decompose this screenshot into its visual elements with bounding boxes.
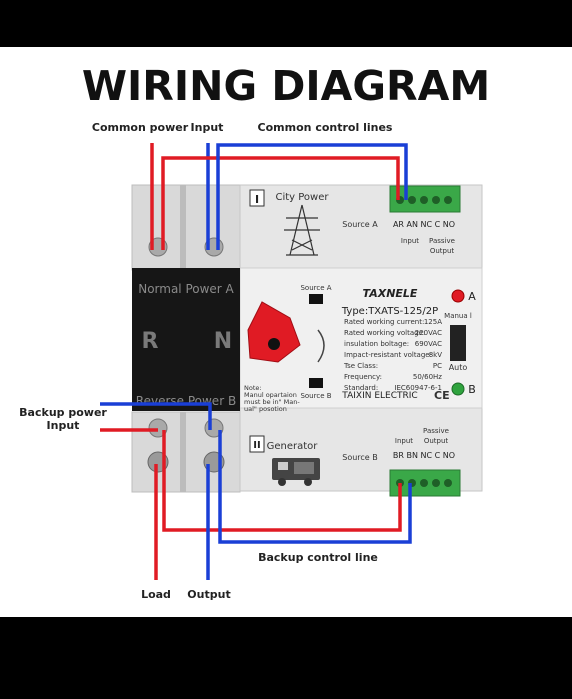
bottom-terminal-passive-1: Passive — [423, 427, 449, 435]
top-terminal-labels: AR AN NC C NO — [393, 220, 455, 229]
r-label: R — [142, 329, 159, 354]
terminal-screw — [444, 479, 452, 487]
spec-key: Rated working current: — [344, 318, 424, 326]
source-a-small-label: Source A — [300, 284, 331, 292]
wire-backup-control-blue — [218, 430, 412, 544]
section-ii-box — [249, 435, 265, 453]
manual-label: Manua l — [444, 312, 472, 320]
n-label: N — [214, 329, 232, 354]
label-backup-input: Input — [47, 419, 80, 432]
device-type: Type:TXATS-125/2P — [341, 306, 438, 317]
top-terminal-input: Input — [401, 237, 419, 245]
generator-icon — [272, 458, 320, 486]
terminal-separator — [180, 412, 186, 492]
wire-control-blue — [216, 143, 408, 250]
terminal-screw — [420, 196, 428, 204]
led-b-indicator-icon — [451, 382, 465, 396]
wire-backup-control-red — [162, 430, 402, 532]
section-ii-label: II — [253, 440, 260, 451]
note-line-1: Note: — [244, 384, 262, 392]
ce-mark-icon: CE — [434, 389, 450, 402]
terminal-screw — [408, 196, 416, 204]
auto-label: Auto — [449, 363, 468, 372]
label-output: Output — [187, 588, 230, 601]
source-b-label: Source B — [342, 453, 378, 462]
spec-key: Impact-resistant voltage: — [344, 351, 432, 359]
spec-value: 125A — [424, 318, 442, 326]
spec-value: 50/60Hz — [413, 373, 442, 381]
top-terminal-passive-1: Passive — [429, 237, 455, 245]
brand-logo-text: TAXNELE — [363, 287, 418, 300]
bottom-terminal-passive-2: Output — [424, 437, 449, 445]
reverse-power-label: Reverse Power B — [136, 394, 236, 408]
spec-value: 220VAC — [415, 329, 442, 337]
spec-key: Standard: — [344, 384, 378, 392]
source-a-indicator — [309, 294, 323, 304]
svg-text:CE: CE — [434, 389, 450, 402]
bottom-terminal-input: Input — [395, 437, 413, 445]
city-power-label: City Power — [275, 192, 329, 203]
section-i-box — [249, 189, 265, 207]
spec-table: Rated working current:125A Rated working … — [343, 318, 442, 392]
wire-control-red — [161, 156, 400, 250]
section-i-label: I — [255, 193, 259, 206]
dark-breaker-panel — [132, 268, 240, 411]
label-backup-power: Backup power — [19, 406, 107, 419]
manual-auto-selector[interactable] — [450, 325, 466, 361]
top-terminal-passive-2: Output — [430, 247, 455, 255]
label-load: Load — [141, 588, 171, 601]
label-input-top: Input — [191, 121, 224, 134]
terminal-separator — [180, 185, 186, 270]
spec-value: 8kV — [429, 351, 443, 359]
terminal-screw — [444, 196, 452, 204]
terminal-screw — [432, 479, 440, 487]
led-a-label: A — [468, 290, 476, 303]
diagram-title: WIRING DIAGRAM — [82, 62, 490, 110]
note-line-4: ual" posotion — [244, 405, 287, 413]
terminal-screw — [420, 479, 428, 487]
transmission-tower-icon — [284, 204, 320, 256]
spec-value: PC — [433, 362, 442, 370]
normal-power-label: Normal Power A — [138, 282, 234, 296]
spec-value: IEC60947-6-1 — [394, 384, 442, 392]
wire-backup-blue — [100, 402, 212, 430]
terminal-screw — [432, 196, 440, 204]
label-common-power: Common power — [92, 121, 189, 134]
spec-key: Tse Class: — [343, 362, 378, 370]
spec-key: Frequency: — [344, 373, 382, 381]
led-a-indicator-icon — [451, 289, 465, 303]
generator-label: Generator — [267, 441, 319, 452]
spec-key: Rated working voltage: — [344, 329, 425, 337]
rotary-switch-handle[interactable] — [247, 301, 301, 363]
rotation-arrow-icon — [317, 329, 325, 363]
spec-value: 690VAC — [415, 340, 442, 348]
source-a-label: Source A — [342, 220, 378, 229]
label-common-control-lines: Common control lines — [258, 121, 393, 134]
maker-label: TAIXIN ELECTRIC — [341, 391, 417, 401]
label-backup-control-line: Backup control line — [258, 551, 378, 564]
spec-key: insulation boltage: — [344, 340, 409, 348]
source-b-indicator — [309, 378, 323, 388]
note-line-2: Manul opartaion — [244, 391, 297, 399]
source-b-small-label: Source B — [300, 392, 331, 400]
bottom-terminal-labels: BR BN NC C NO — [393, 451, 455, 460]
led-b-label: B — [468, 383, 476, 396]
note-line-3: must be in" Man- — [244, 398, 300, 406]
